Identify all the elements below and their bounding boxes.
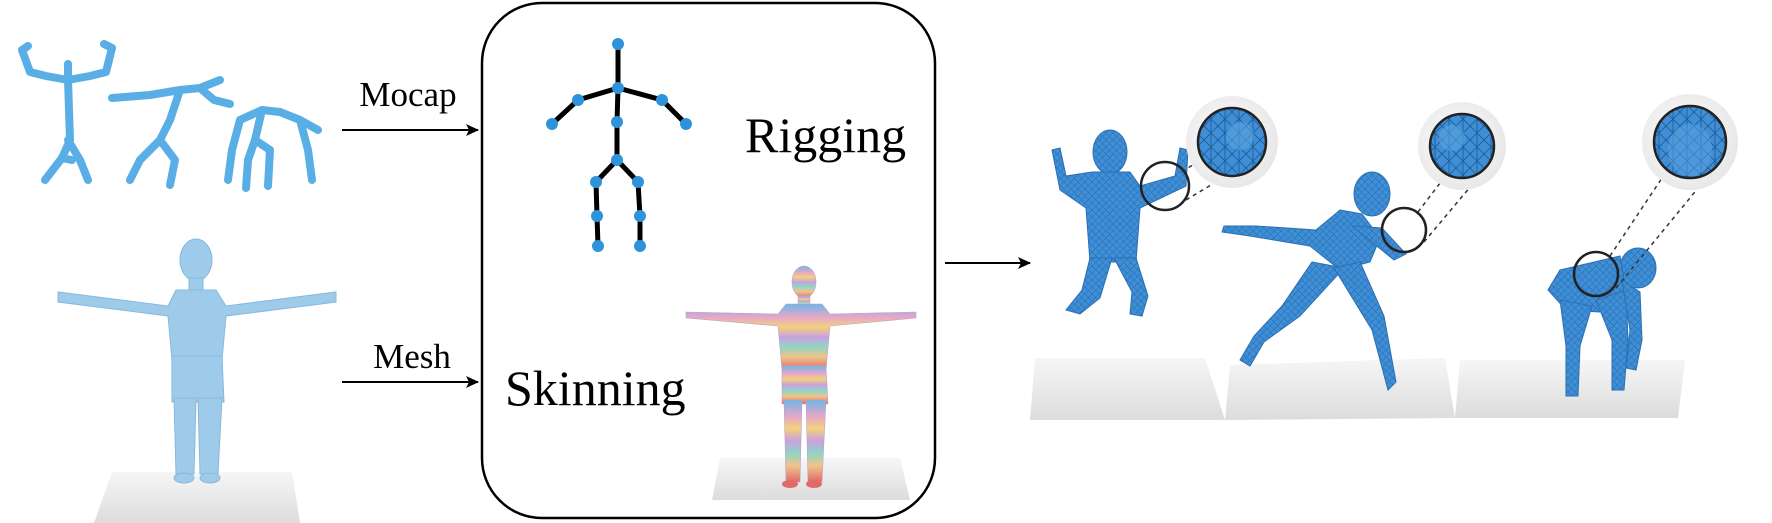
mocap-skeleton-icon	[108, 76, 234, 189]
zoom-lens-icon	[1139, 96, 1278, 212]
mocap-skeleton-icon	[18, 40, 116, 184]
posed-character-icon	[1221, 171, 1407, 391]
mocap-skeleton-icon	[224, 106, 322, 192]
posed-character-icon	[1051, 129, 1189, 317]
mesh-label: Mesh	[373, 337, 451, 376]
zoom-lens-icon	[1380, 102, 1506, 254]
zoom-lens-icon	[1572, 94, 1738, 298]
posed-character-icon	[1547, 247, 1657, 397]
rig-skeleton-icon	[546, 38, 692, 252]
rigging-label: Rigging	[745, 107, 906, 163]
mocap-label: Mocap	[359, 75, 456, 114]
floor-planes	[1030, 358, 1685, 420]
skinning-label: Skinning	[505, 360, 686, 416]
t-pose-mesh-icon	[57, 238, 337, 523]
skin-weight-mesh-icon	[685, 265, 917, 500]
process-box	[480, 1, 937, 520]
